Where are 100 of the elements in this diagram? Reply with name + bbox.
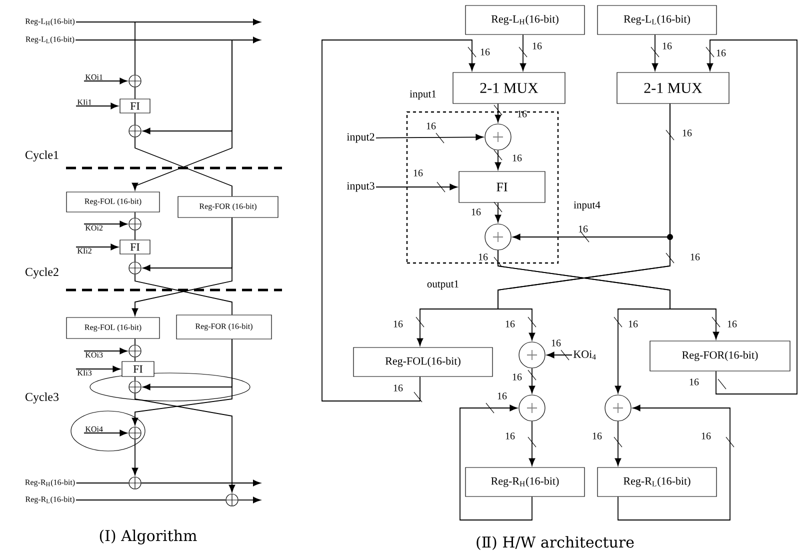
dashed-group-box — [406, 111, 559, 264]
bus-width-label: 16 — [426, 122, 436, 130]
connector-arrow — [706, 40, 798, 394]
signal-label: Reg-R$_{L}$(16-bit) — [26, 496, 74, 504]
connector-arrow — [518, 34, 528, 71]
register-box: Reg-FOR(16-bit) — [650, 340, 790, 372]
signal-label: input4 — [574, 201, 600, 211]
register-box: Reg-L$_{L}$(16-bit) — [597, 5, 717, 35]
register-box: Reg-FOL (16-bit) — [66, 192, 160, 212]
key-label: KOi4 — [85, 426, 103, 432]
connector-arrow — [134, 392, 236, 492]
bus-width-label: 16 — [472, 208, 481, 216]
cycle-label: Cycle2 — [26, 268, 58, 278]
bus-width-label: 16 — [480, 48, 490, 56]
fi-box: FI — [120, 240, 150, 254]
bus-width-label: 16 — [506, 320, 515, 328]
xor-symbol — [128, 380, 142, 394]
connector-arrow — [494, 103, 502, 122]
connector-arrow — [132, 338, 232, 426]
connector-arrow — [84, 220, 128, 228]
register-box: Reg-FOL (16-bit) — [66, 317, 160, 339]
mux-box: 2-1 MUX — [452, 72, 566, 104]
xor-symbol — [128, 262, 142, 274]
xor-symbol — [128, 124, 142, 138]
connector-arrow — [322, 40, 476, 402]
bus-width-label: 16 — [478, 254, 488, 260]
register-box: Reg-FOR (16-bit) — [176, 314, 272, 340]
key-label: KOi3 — [85, 352, 103, 358]
bus-width-label: 16 — [512, 374, 522, 380]
connector-arrow — [614, 420, 622, 466]
bus-width-label: 16 — [394, 384, 403, 392]
bus-width-label: 16 — [682, 130, 692, 136]
caption: (I) Algorithm — [100, 530, 197, 544]
xor-symbol — [226, 494, 238, 506]
xor-symbol — [128, 74, 142, 88]
register-box: Reg-FOR (16-bit) — [178, 196, 278, 218]
cycle-label: Cycle3 — [26, 392, 59, 404]
bus-width-label: 16 — [532, 42, 542, 50]
connector-arrow — [494, 202, 502, 222]
signal-label: Reg-L$_{L}$(16-bit) — [26, 36, 74, 44]
bus-width-label: 16 — [552, 340, 561, 346]
key-label: KOi2 — [85, 225, 103, 231]
signal-label: Reg-L$_{H}$(16-bit) — [25, 18, 74, 26]
cycle-label: Cycle1 — [26, 150, 58, 162]
xor-symbol — [128, 344, 142, 358]
connector-arrow — [132, 217, 232, 316]
connector-arrow — [376, 132, 484, 144]
connector-arrow — [84, 348, 128, 354]
connector-arrow — [650, 34, 660, 71]
caption: (Ⅱ) H/W architecture — [476, 536, 634, 550]
connector-arrow — [76, 244, 118, 250]
connector-arrow — [528, 420, 536, 466]
adder-symbol — [484, 124, 512, 150]
key-label: KIi3 — [77, 370, 92, 376]
fi-box: FI — [458, 171, 546, 203]
xor-symbol — [128, 426, 142, 440]
bus-width-label: 16 — [498, 392, 507, 400]
adder-symbol — [518, 394, 546, 422]
connector-arrow — [498, 250, 670, 394]
fi-box: FI — [122, 361, 154, 377]
bus-width-label: 16 — [628, 320, 638, 328]
connector-arrow — [528, 368, 536, 394]
bus-width-label: 16 — [414, 170, 423, 176]
signal-label: input1 — [410, 90, 436, 100]
bus-width-label: 16 — [506, 432, 515, 440]
connector-arrow — [494, 150, 502, 170]
bus-width-label: 16 — [512, 154, 522, 162]
bus-width-label: 16 — [702, 432, 711, 440]
bus-width-label: 16 — [592, 432, 602, 440]
connector-arrow — [376, 182, 458, 192]
connector-arrow — [75, 40, 232, 190]
register-box: Reg-R$_{L}$(16-bit) — [597, 467, 717, 497]
fi-box: FI — [120, 98, 150, 114]
connector-arrow — [84, 78, 128, 84]
connector-arrow — [132, 438, 138, 476]
connector-arrow — [546, 350, 572, 360]
input-label: input3 — [346, 182, 374, 192]
xor-symbol — [128, 476, 142, 490]
connector-arrow — [76, 366, 120, 372]
bus-width-label: 16 — [662, 42, 672, 50]
adder-symbol — [604, 394, 632, 422]
bus-width-label: 16 — [728, 320, 737, 328]
register-box: Reg-R$_{H}$(16-bit) — [465, 467, 585, 497]
signal-label: output1 — [427, 280, 458, 290]
xor-symbol — [128, 218, 142, 230]
connector-arrow — [238, 496, 261, 504]
key-label: KOi$_{4}$ — [574, 350, 596, 360]
connector-arrow — [140, 480, 261, 486]
bus-width-label: 16 — [578, 226, 588, 232]
connector-arrow — [76, 102, 118, 110]
key-label: KOi1 — [85, 74, 102, 80]
connector-arrow — [498, 103, 670, 340]
connector-arrow — [460, 402, 532, 520]
bus-width-label: 16 — [690, 254, 700, 260]
bus-width-label: 16 — [394, 320, 403, 328]
key-label: KIi2 — [77, 248, 92, 254]
adder-symbol — [484, 224, 512, 250]
bus-width-label: 16 — [518, 110, 527, 118]
input-label: input2 — [346, 133, 374, 143]
mux-box: 2-1 MUX — [616, 72, 730, 104]
